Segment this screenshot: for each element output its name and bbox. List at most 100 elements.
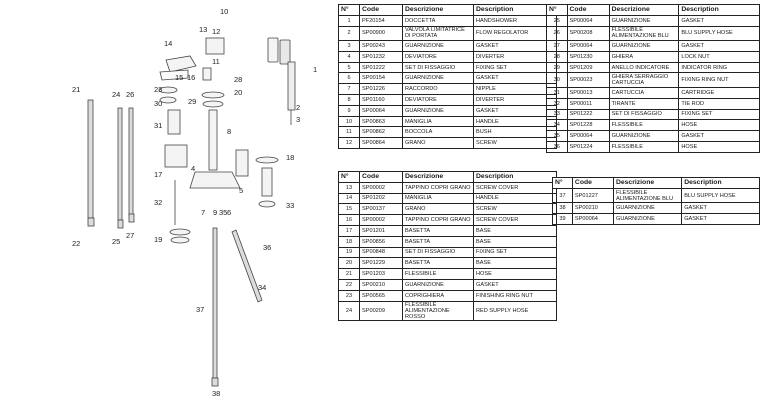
cell-code: SP01224 [566,140,610,153]
cell-code: SP01226 [359,83,403,96]
cell-description: BUSH [473,126,557,139]
cell-descrizione: BASETTA [402,257,474,270]
cell-descrizione: GRANO [402,137,474,150]
cell-code: SP00210 [571,202,614,215]
cell-description: FINISHING RING NUT [473,289,557,302]
cell-no: 28 [546,50,568,63]
cell-code: SP01202 [359,192,403,205]
cell-code: SP00064 [571,213,614,225]
cell-no: 6 [338,72,360,85]
supply-hoses-drawing [87,99,263,387]
cell-descrizione: GUARNIZIONE [608,130,680,142]
cell-code: SP00210 [359,278,403,291]
mixer-body-drawing [158,86,279,244]
cell-descrizione: SET DI FISSAGGIO [402,246,474,259]
cell-no: 39 [552,213,573,225]
header-no: N° [552,177,573,189]
callout-8: 8 [227,127,231,136]
cell-descrizione: SET DI FISSAGGIO [402,61,474,74]
cell-no: 30 [546,72,568,88]
cell-description: GASKET [678,14,760,27]
cell-descrizione: MANIGLIA [402,192,474,205]
cell-code: SP01232 [359,50,403,63]
callout-22: 22 [72,239,80,248]
cell-description: FIXING SET [473,61,557,74]
cell-descrizione: GHIERA [608,50,680,63]
header-description: Description [678,4,760,16]
cell-no: 33 [546,108,568,121]
cell-descrizione: TAPPINO COPRI GRANO [402,214,474,226]
cell-code: SP00848 [359,246,403,259]
cell-description: DIVERTER [473,50,557,63]
header-no: N° [338,4,360,16]
callout-12: 12 [212,27,220,36]
cell-description: BLU SUPPLY HOSE [681,187,760,204]
cell-code: SP00856 [359,235,403,248]
handshower-drawing [267,37,296,125]
header-code: Code [359,4,403,16]
cell-description: SCREW [473,137,557,150]
callout-13: 13 [199,25,207,34]
cell-code: SP01228 [566,119,610,132]
cell-no: 1 [338,14,360,27]
exploded-parts-diagram: 1 2 3 4 5 6 7 8 9 10 11 12 13 14 15 16 1… [72,7,317,398]
cell-description: SCREW COVER [473,214,557,226]
cell-description: BASE [473,257,557,270]
cell-description: BLU SUPPLY HOSE [678,25,760,42]
cell-descrizione: DEVIATORE [402,94,474,106]
cell-no: 24 [338,300,360,321]
cell-code: SP00243 [359,40,403,52]
callout-15: 15 [175,73,183,82]
header-description: Description [473,171,557,183]
cell-descrizione: BASETTA [402,235,474,248]
cell-descrizione: SET DI FISSAGGIO [608,108,680,121]
callout-19: 19 [154,235,162,244]
cell-descrizione: GUARNIZIONE [608,40,680,52]
cell-no: 19 [338,246,360,259]
cell-descrizione: FLESSIBILE [608,140,680,153]
cell-descrizione: TAPPINO COPRI GRANO [402,181,474,194]
cell-description: GASKET [681,213,760,225]
cell-description: INDICATOR RING [678,61,760,74]
callout-31: 31 [154,121,162,130]
cell-description: SCREW COVER [473,181,557,194]
cell-code: SP00862 [359,126,403,139]
cell-code: SP01160 [359,94,403,106]
cell-no: 2 [338,25,360,42]
callout-33: 33 [286,201,294,210]
cell-code: SP00023 [566,72,610,88]
header-descrizione: Descrizione [402,171,474,183]
callout-34: 34 [258,283,266,292]
callout-29: 29 [188,97,196,106]
callout-37: 37 [196,305,204,314]
cell-descrizione: TIRANTE [608,97,680,110]
cell-descrizione: GHIERA SERRAGGIO CARTUCCIA [608,72,680,88]
callout-14: 14 [164,39,172,48]
cell-no: 8 [338,94,360,106]
cell-descrizione: GUARNIZIONE [402,72,474,85]
cell-descrizione: FLESSIBILE [608,119,680,132]
cell-no: 11 [338,126,360,139]
callout-18: 18 [286,153,294,162]
